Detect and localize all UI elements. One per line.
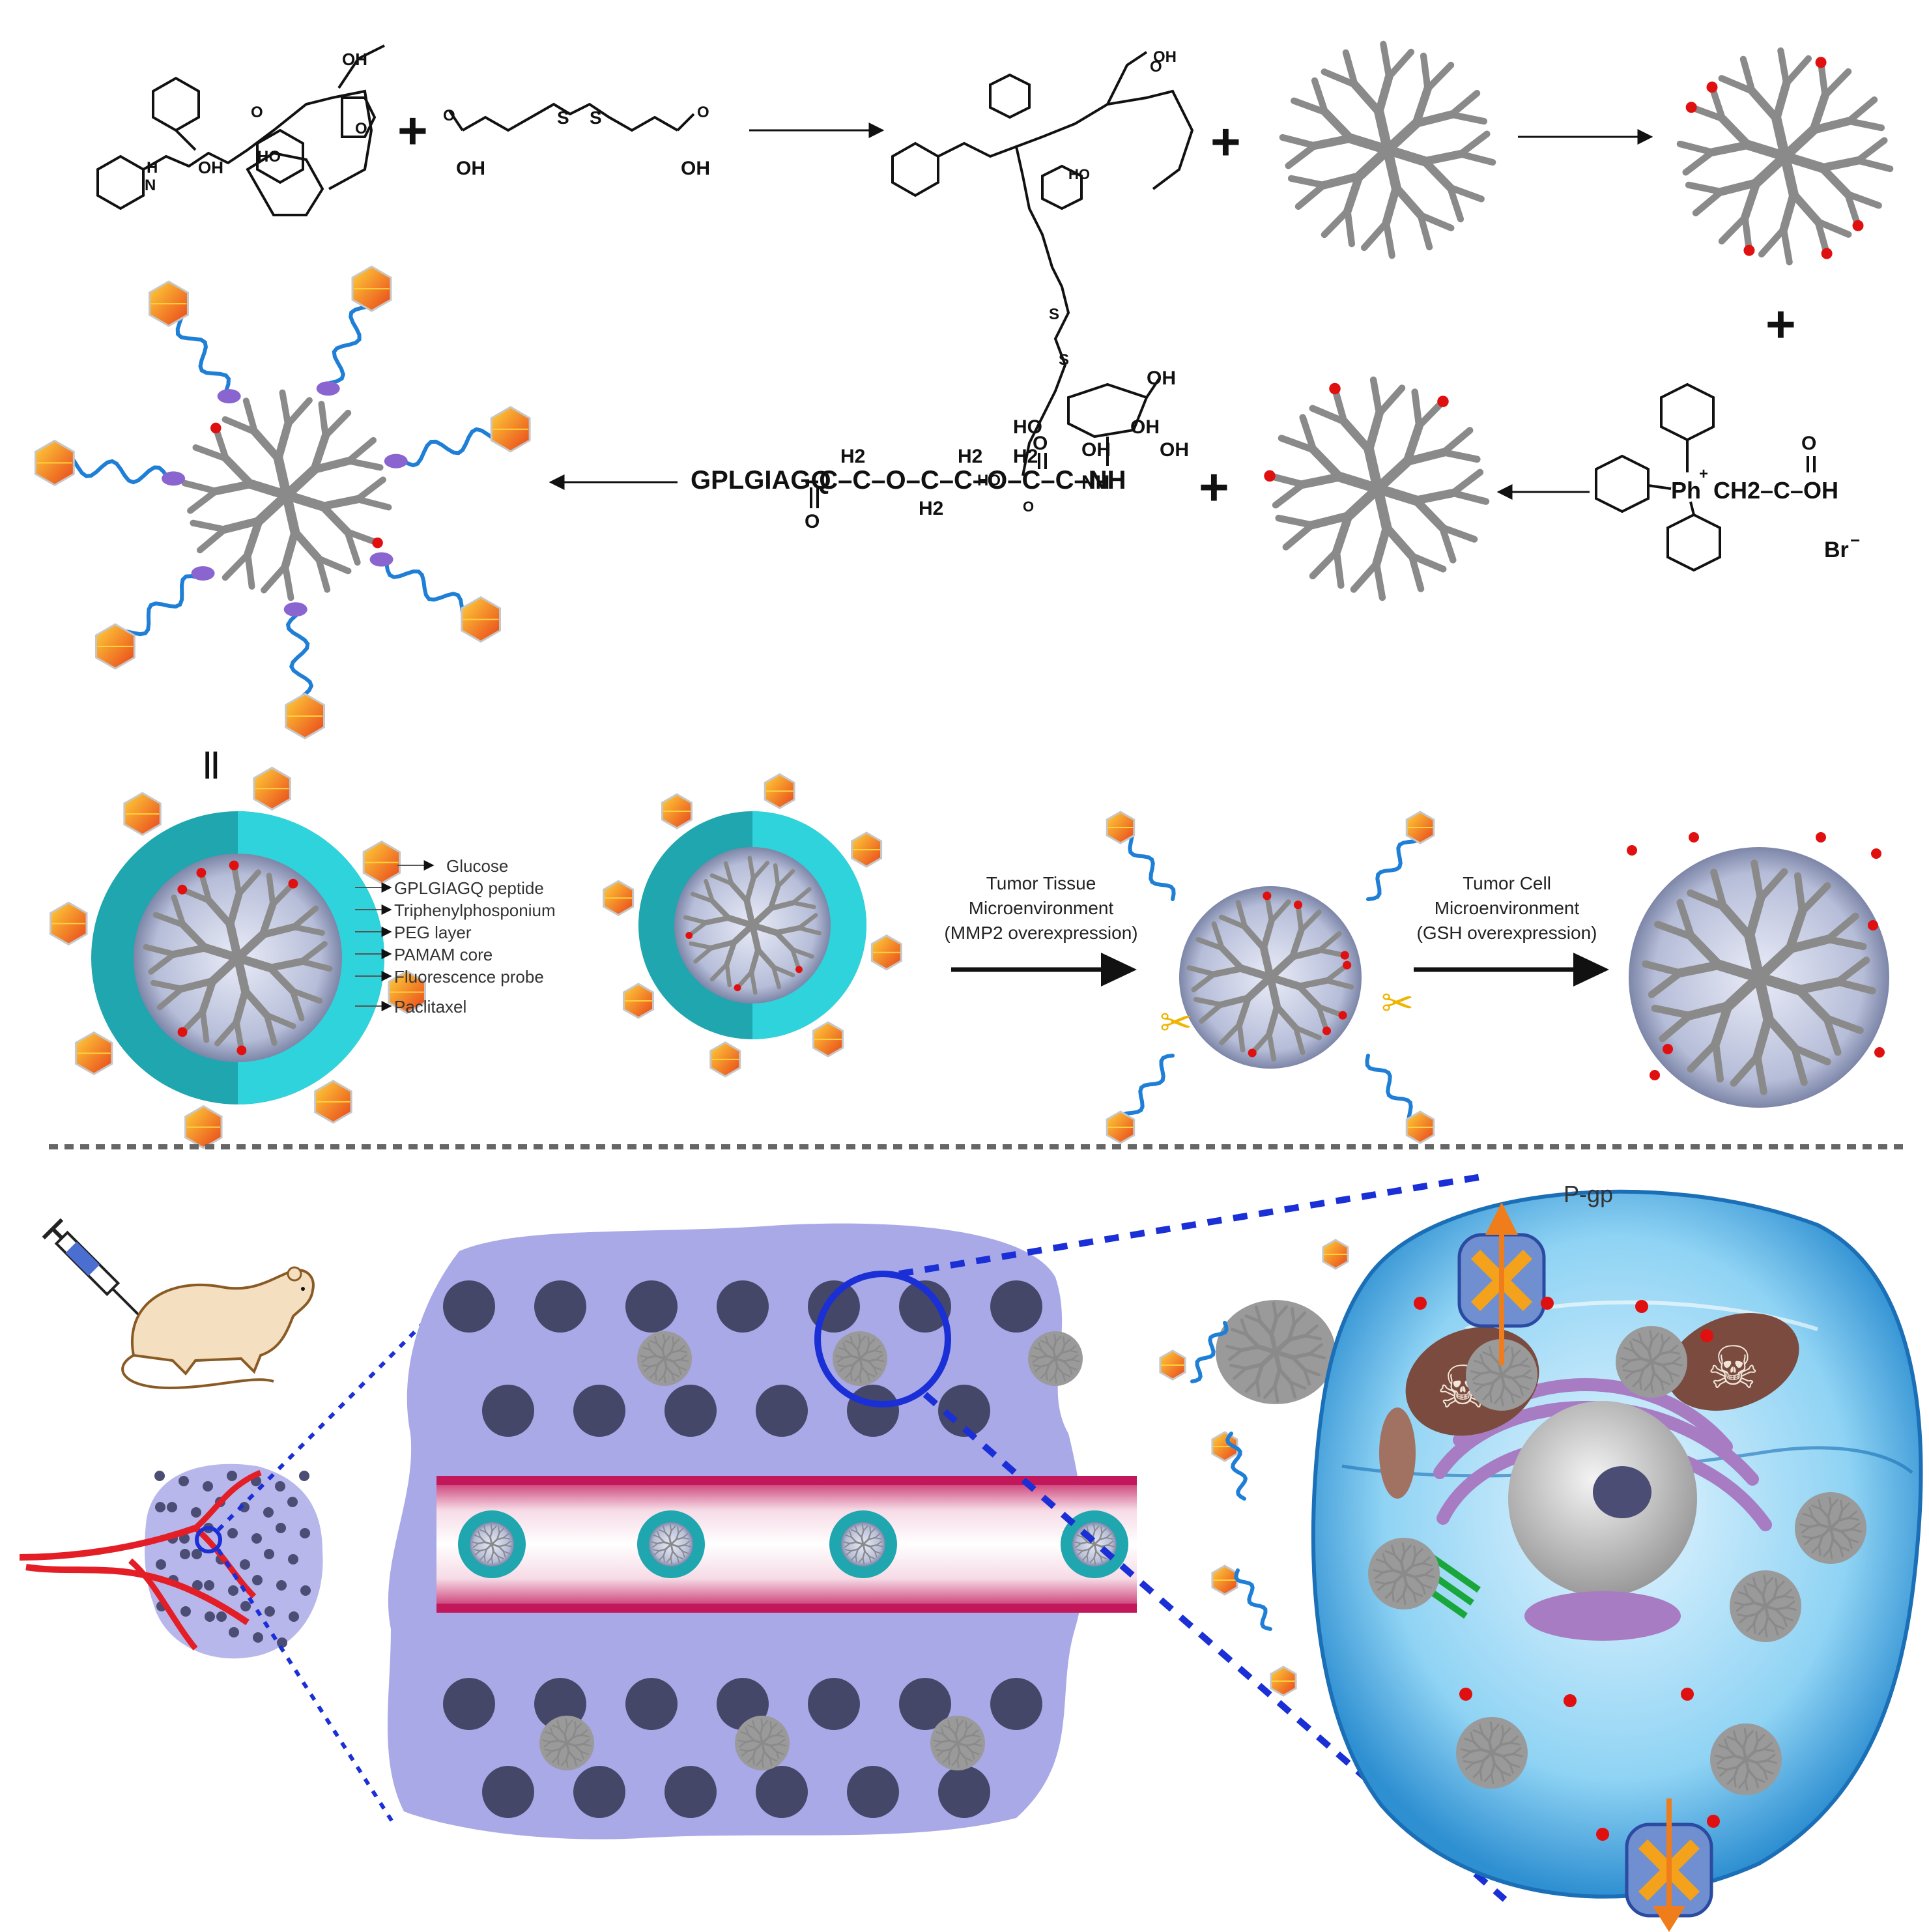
- label-glu-ho: HO: [1013, 416, 1042, 438]
- label-tpp-o: O: [1801, 433, 1816, 454]
- legend-peg: PEG layer: [394, 923, 472, 942]
- blood-vessel: [436, 1476, 1137, 1613]
- label-h2-2: H2: [958, 446, 982, 467]
- syringe-icon: [44, 1220, 152, 1328]
- label-tpp-plus: +: [1699, 465, 1708, 483]
- paclitaxel-labels: OH OH H N O O HO: [145, 50, 367, 194]
- glucose-peg-peptide: GPLGIAGQ –C–C–O–C–C–O–C–C–NH H2 H2 H2 H2…: [691, 368, 1189, 532]
- legend-tpp: Triphenylphosponium: [394, 901, 556, 920]
- step1-line3: (MMP2 overexpression): [944, 923, 1137, 943]
- tpp-phenyl-top: [1661, 384, 1713, 440]
- label-conj-o-low: O: [1023, 498, 1034, 515]
- label-glu-oh-4: OH: [1081, 439, 1111, 461]
- label-tpp-ph: Ph: [1671, 477, 1701, 504]
- label-o-1: O: [251, 104, 263, 121]
- label-glu-oh-1: OH: [1147, 368, 1176, 389]
- tpp-phenyl-left: [1596, 456, 1648, 512]
- label-glu-oh-2: OH: [1130, 416, 1160, 438]
- tumor-cell: ☠ ☠: [1313, 1192, 1921, 1897]
- label-ho-1: HO: [257, 148, 281, 166]
- step2-line2: Microenvironment: [1435, 898, 1580, 918]
- step2-caption: Tumor Cell Microenvironment (GSH overexp…: [1414, 873, 1609, 987]
- step1-caption: Tumor Tissue Microenvironment (MMP2 over…: [944, 873, 1137, 987]
- endoplasmic-reticulum: [1524, 1591, 1681, 1641]
- step2-arrow-head: [1573, 953, 1609, 987]
- paclitaxel-structure: [98, 46, 384, 215]
- label-o-acid-1: O: [443, 107, 455, 124]
- plus-sign-3: +: [1765, 295, 1796, 353]
- label-h2-1: H2: [840, 446, 865, 467]
- label-oh-1: OH: [198, 158, 223, 177]
- label-conj-ho-2: HO: [1068, 166, 1090, 182]
- label-tpp-minus: −: [1850, 530, 1860, 550]
- label-oh-3: OH: [456, 158, 485, 179]
- label-conj-s-1: S: [1049, 306, 1059, 323]
- pamam-dendrimer-ptx-tpp: [1264, 380, 1486, 598]
- pamam-dendrimer-ptx: [1680, 51, 1890, 262]
- step2-line1: Tumor Cell: [1463, 873, 1551, 893]
- label-h: H: [147, 159, 158, 177]
- nanoparticle-drug-release: [1629, 847, 1889, 1108]
- nanoparticle-intact: [638, 811, 866, 1039]
- label-s-2: S: [590, 108, 602, 128]
- legend-paclitaxel: Paclitaxel: [394, 997, 466, 1016]
- nanoparticle-peg-removed: [1179, 886, 1362, 1069]
- mouse-icon: [122, 1267, 313, 1388]
- pgp-label: P-gp: [1564, 1181, 1613, 1207]
- dithiodipropionic-acid: O OH S S O OH: [443, 104, 710, 179]
- label-oh-2: OH: [342, 50, 367, 69]
- label-o-acid-2: O: [697, 104, 709, 121]
- nanoparticle-cross-section: [91, 811, 384, 1104]
- label-glu-oh-3: OH: [1160, 439, 1189, 461]
- plus-sign-1: +: [397, 102, 428, 160]
- tpp-phenyl-bottom: [1668, 515, 1720, 570]
- label-o-low-1: O: [805, 511, 820, 532]
- pamam-dendrimer-plain: [1283, 44, 1493, 255]
- label-oh-4: OH: [681, 158, 710, 179]
- svg-text:✂: ✂: [1381, 981, 1414, 1025]
- vesicle: [1379, 1407, 1416, 1499]
- equivalence-sign: ||: [203, 747, 220, 779]
- step2-line3: (GSH overexpression): [1417, 923, 1597, 943]
- label-tpp-br: Br: [1824, 538, 1849, 562]
- tumor-overview: [20, 1464, 323, 1658]
- skull-icon-2: ☠: [1707, 1336, 1760, 1401]
- step1-arrow-head: [1101, 953, 1137, 987]
- plus-sign-4: +: [1199, 458, 1229, 516]
- label-s-1: S: [557, 108, 569, 128]
- label-conj-oh: OH: [1153, 48, 1177, 66]
- label-o-2: O: [355, 120, 367, 137]
- legend-peptide: GPLGIAGQ peptide: [394, 878, 544, 898]
- label-conj-s-2: S: [1059, 351, 1069, 369]
- step1-line1: Tumor Tissue: [986, 873, 1096, 893]
- label-tpp-chain: CH2–C–OH: [1713, 477, 1838, 504]
- label-peg-chain: –C–C–O–C–C–O–C–C–NH: [805, 466, 1126, 495]
- tpp-structure: Ph + CH2–C–OH O Br −: [1596, 384, 1860, 570]
- label-n: N: [145, 177, 156, 194]
- svg-text:✂: ✂: [1160, 1001, 1192, 1045]
- legend-pamam: PAMAM core: [394, 945, 493, 964]
- label-h2-4: H2: [919, 498, 943, 519]
- legend-glucose: Glucose: [446, 856, 508, 876]
- step1-line2: Microenvironment: [969, 898, 1114, 918]
- final-nanoparticle-schematic: [35, 267, 530, 738]
- legend-probe: Fluorescence probe: [394, 967, 544, 987]
- plus-sign-2: +: [1210, 113, 1241, 171]
- nucleolus: [1593, 1466, 1651, 1518]
- label-glu-nh: NH: [1081, 472, 1109, 493]
